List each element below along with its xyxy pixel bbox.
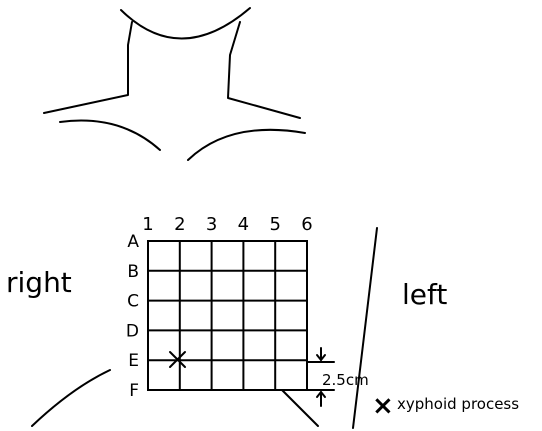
right-clavicle [60,121,160,150]
torso-outline [32,8,377,428]
column-label-2: 2 [174,214,185,235]
neck-right-line [44,22,132,113]
row-label-A: A [127,232,139,252]
neck-left-line [228,22,300,118]
legend: × xyphoid process [372,391,519,421]
measurement-grid [148,241,307,390]
left-side-label: left [402,278,447,311]
row-label-E: E [128,351,139,371]
right-side-label: right [6,266,72,299]
column-label-4: 4 [238,214,249,235]
measurement-annotation: 2.5cm [307,348,369,406]
row-label-C: C [127,292,139,312]
column-label-3: 3 [206,214,217,235]
left-rib-line [282,390,318,426]
left-clavicle [188,130,305,160]
grid-border [148,241,307,390]
right-rib-curve [32,370,110,426]
column-label-5: 5 [269,214,280,235]
row-label-B: B [127,262,139,282]
row-label-D: D [126,321,139,341]
legend-label: xyphoid process [397,395,519,413]
row-label-F: F [129,381,139,401]
chin-curve [121,8,250,39]
column-label-1: 1 [142,214,153,235]
legend-marker-icon: × [372,391,394,421]
measurement-label: 2.5cm [322,371,369,389]
column-label-6: 6 [301,214,312,235]
